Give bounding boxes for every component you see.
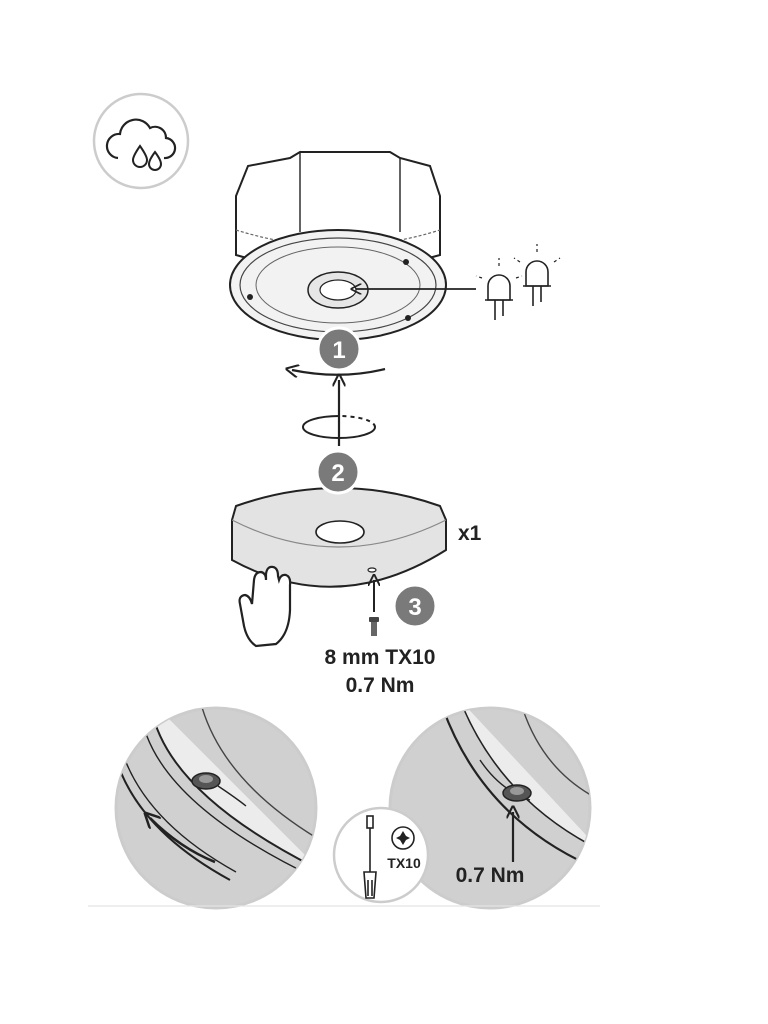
weather-rain-icon (92, 92, 190, 190)
step-2-number: 2 (331, 460, 344, 487)
detail-torque-label: 0.7 Nm (456, 864, 525, 887)
cover-plate (231, 487, 447, 588)
step-3-number: 3 (408, 594, 421, 621)
step-1-number: 1 (332, 337, 345, 364)
torx-icon (391, 826, 415, 850)
camera-housing (229, 150, 447, 341)
step-2-badge: 2 (315, 449, 361, 495)
quantity-label: x1 (458, 522, 482, 545)
twist-arrow-icon (302, 415, 376, 439)
tool-detail: TX10 (332, 806, 430, 904)
step-1-badge: 1 (316, 326, 362, 372)
hand-icon (238, 565, 292, 648)
screw-spec-label: 8 mm TX10 (325, 646, 436, 669)
detail-view-torque (388, 706, 592, 910)
detail-view-rotate (114, 706, 318, 910)
led-lights-icon (475, 244, 561, 320)
screw-icon (369, 617, 379, 636)
tool-label: TX10 (387, 855, 421, 871)
screwdriver-icon (363, 815, 377, 899)
torque-label: 0.7 Nm (346, 674, 415, 697)
step-3-badge: 3 (392, 583, 438, 629)
